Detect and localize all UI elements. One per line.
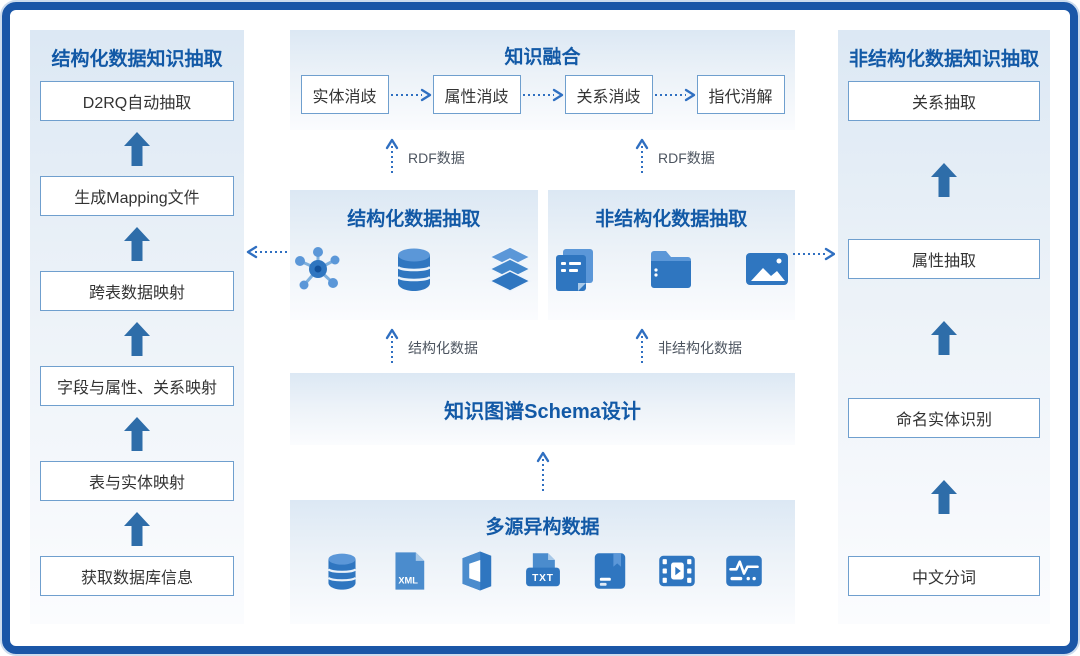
step-box: 中文分词 bbox=[848, 555, 1040, 596]
extraction-row: 结构化数据抽取 bbox=[290, 190, 795, 320]
step-box: D2RQ自动抽取 bbox=[40, 81, 234, 121]
up-arrow-icon bbox=[40, 121, 234, 176]
unstructured-extract-panel: 非结构化数据抽取 bbox=[547, 190, 796, 320]
layers-icon bbox=[488, 246, 532, 292]
xml-file-icon: XML bbox=[394, 552, 424, 590]
dotted-right-arrow-icon bbox=[522, 88, 563, 101]
dotted-up-arrow-icon bbox=[635, 138, 649, 176]
fusion-row: 实体消歧 属性消歧 关系消歧 指代消解 bbox=[290, 75, 795, 114]
dotted-right-arrow-icon bbox=[793, 247, 835, 261]
txt-file-icon: TXT bbox=[525, 553, 560, 587]
step-box: 关系抽取 bbox=[848, 81, 1040, 121]
multisource-data-panel: 多源异构数据 XML bbox=[290, 500, 795, 624]
step-box: 生成Mapping文件 bbox=[40, 176, 234, 216]
dotted-left-arrow-icon bbox=[246, 245, 288, 259]
up-arrow-icon bbox=[40, 501, 234, 556]
data-arrow-group: 结构化数据 bbox=[385, 328, 478, 368]
video-icon bbox=[658, 555, 695, 587]
database-icon bbox=[396, 248, 431, 291]
step-box: 字段与属性、关系映射 bbox=[40, 366, 234, 406]
step-box: 表与实体映射 bbox=[40, 461, 234, 501]
panel-title: 结构化数据抽取 bbox=[347, 209, 481, 230]
structured-knowledge-extraction-panel: 结构化数据知识抽取 D2RQ自动抽取 生成Mapping文件 跨表数据映射 字段… bbox=[30, 30, 244, 624]
fusion-step-box: 属性消歧 bbox=[432, 75, 521, 114]
dotted-up-arrow-icon bbox=[635, 328, 649, 366]
step-box: 属性抽取 bbox=[848, 239, 1040, 280]
panel-title: 非结构化数据知识抽取 bbox=[848, 49, 1039, 70]
data-label: 结构化数据 bbox=[408, 340, 478, 356]
office-icon bbox=[461, 551, 491, 591]
fusion-step-box: 关系消歧 bbox=[564, 75, 653, 114]
monitor-waveform-icon bbox=[725, 555, 762, 587]
panel-title: 多源异构数据 bbox=[485, 517, 600, 538]
left-flow: D2RQ自动抽取 生成Mapping文件 跨表数据映射 字段与属性、关系映射 表… bbox=[40, 81, 234, 596]
dotted-right-arrow-icon bbox=[654, 88, 695, 101]
schema-design-panel: 知识图谱Schema设计 bbox=[290, 373, 795, 445]
folder-icon bbox=[651, 251, 692, 288]
svg-text:XML: XML bbox=[398, 576, 418, 586]
step-box: 跨表数据映射 bbox=[40, 271, 234, 311]
step-box: 命名实体识别 bbox=[848, 397, 1040, 438]
center-column: 知识融合 实体消歧 属性消歧 关系消歧 指代消解 RDF数据 RDF数据 bbox=[290, 30, 795, 624]
data-labels-row: 结构化数据 非结构化数据 bbox=[290, 320, 795, 373]
database-icon bbox=[327, 553, 356, 590]
documents-icon bbox=[556, 249, 594, 291]
up-arrow-icon bbox=[848, 121, 1040, 239]
up-arrow-icon bbox=[40, 406, 234, 461]
rdf-arrow-group: RDF数据 bbox=[385, 138, 465, 178]
knowledge-fusion-panel: 知识融合 实体消歧 属性消歧 关系消歧 指代消解 bbox=[290, 30, 795, 130]
up-arrow-icon bbox=[848, 279, 1040, 397]
schema-arrow-band bbox=[290, 445, 795, 500]
up-arrow-icon bbox=[848, 438, 1040, 556]
rdf-arrow-group: RDF数据 bbox=[635, 138, 715, 178]
rdf-label: RDF数据 bbox=[658, 150, 715, 166]
dotted-up-arrow-icon bbox=[385, 328, 399, 366]
up-arrow-icon bbox=[40, 216, 234, 271]
fusion-step-box: 指代消解 bbox=[696, 75, 785, 114]
data-label: 非结构化数据 bbox=[658, 340, 742, 356]
icon-row bbox=[548, 243, 796, 295]
rdf-label: RDF数据 bbox=[408, 150, 465, 166]
unstructured-knowledge-extraction-panel: 非结构化数据知识抽取 关系抽取 属性抽取 命名实体识别 中文分词 bbox=[838, 30, 1050, 624]
structured-extract-panel: 结构化数据抽取 bbox=[290, 190, 538, 320]
dotted-up-arrow-icon bbox=[536, 451, 549, 493]
book-icon bbox=[594, 553, 625, 589]
dotted-up-arrow-icon bbox=[385, 138, 399, 176]
fusion-step-box: 实体消歧 bbox=[300, 75, 389, 114]
panel-title: 结构化数据知识抽取 bbox=[51, 49, 223, 70]
panel-title: 知识融合 bbox=[504, 47, 581, 68]
panel-title: 知识图谱Schema设计 bbox=[444, 400, 641, 423]
svg-text:TXT: TXT bbox=[532, 573, 554, 584]
right-flow: 关系抽取 属性抽取 命名实体识别 中文分词 bbox=[848, 81, 1040, 596]
rdf-labels-row: RDF数据 RDF数据 bbox=[290, 130, 795, 190]
dotted-right-arrow-icon bbox=[390, 88, 431, 101]
panel-title: 非结构化数据抽取 bbox=[595, 209, 748, 230]
icon-row: XML TXT bbox=[290, 549, 795, 593]
step-box: 获取数据库信息 bbox=[40, 556, 234, 596]
icon-row bbox=[290, 243, 538, 295]
image-icon bbox=[746, 253, 789, 285]
data-arrow-group: 非结构化数据 bbox=[635, 328, 742, 368]
graph-network-icon bbox=[294, 247, 340, 290]
up-arrow-icon bbox=[40, 311, 234, 366]
